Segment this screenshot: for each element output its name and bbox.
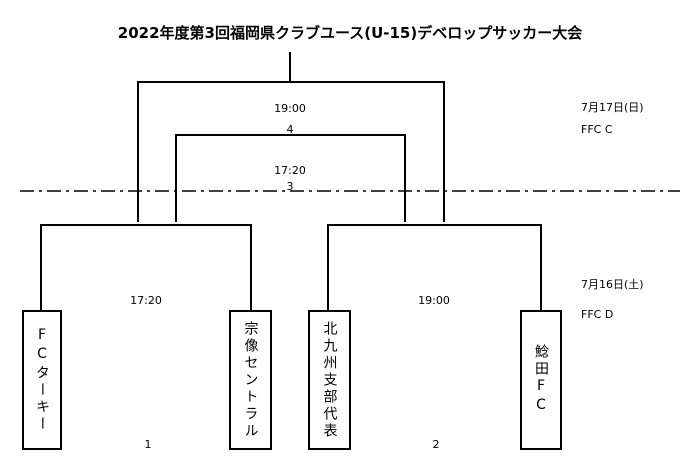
team-name: FCターキー — [34, 327, 50, 433]
semifinal-2-time: 19:00 — [418, 294, 450, 307]
team-name: 宗像セントラル — [242, 320, 259, 440]
team-name: 北九州支部代表 — [321, 320, 338, 440]
day1-date: 7月16日(土) — [581, 278, 644, 291]
third-place-time: 17:20 — [274, 164, 306, 177]
page-title: 2022年度第3回福岡県クラブユース(U-15)デベロップサッカー大会 — [117, 24, 583, 42]
team-box-4: 鯰田FC — [520, 310, 562, 450]
final-time: 19:00 — [274, 102, 306, 115]
team-name: 鯰田FC — [533, 344, 549, 416]
semifinal-1-match-number: 1 — [144, 438, 152, 451]
third-place-match-number: 3 — [286, 180, 294, 193]
day1-venue: FFC D — [581, 308, 614, 321]
final-match-number: 4 — [286, 123, 294, 136]
semifinal-2-match-number: 2 — [432, 438, 440, 451]
day2-date: 7月17日(日) — [581, 101, 644, 114]
day2-venue: FFC C — [581, 123, 613, 136]
team-box-1: FCターキー — [22, 310, 62, 450]
team-box-3: 北九州支部代表 — [308, 310, 351, 450]
semifinal-1-time: 17:20 — [130, 294, 162, 307]
team-box-2: 宗像セントラル — [229, 310, 272, 450]
